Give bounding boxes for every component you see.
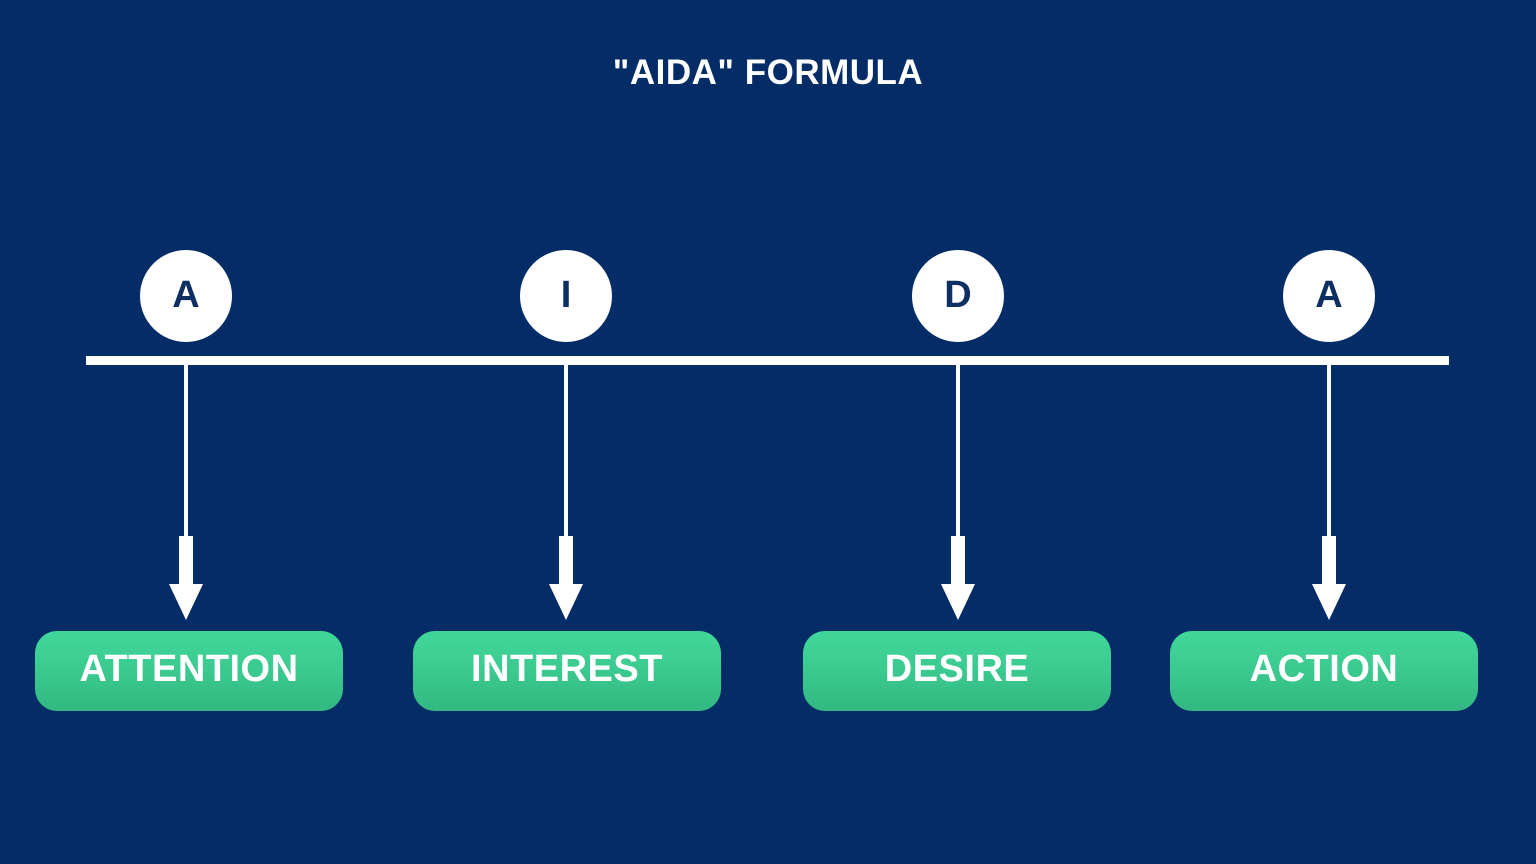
step-letter-desire: D xyxy=(944,274,972,316)
arrow-interest xyxy=(548,364,584,622)
arrow-shaft-action xyxy=(1322,536,1336,586)
stage-pill-action[interactable]: ACTION xyxy=(1170,631,1478,711)
arrow-action xyxy=(1311,364,1347,622)
stage-pill-label-action: ACTION xyxy=(1249,647,1399,690)
timeline-axis xyxy=(86,356,1449,365)
stage-pill-label-interest: INTEREST xyxy=(471,647,663,690)
arrow-stem-interest xyxy=(564,364,568,538)
stage-pill-label-attention: ATTENTION xyxy=(79,647,299,690)
step-circle-action[interactable]: A xyxy=(1283,250,1375,342)
arrow-shaft-attention xyxy=(179,536,193,586)
arrow-stem-action xyxy=(1327,364,1331,538)
step-letter-attention: A xyxy=(172,274,200,316)
arrow-shaft-interest xyxy=(559,536,573,586)
arrow-head-action xyxy=(1312,584,1346,620)
arrow-stem-attention xyxy=(184,364,188,538)
arrow-head-attention xyxy=(169,584,203,620)
arrow-head-interest xyxy=(549,584,583,620)
step-letter-interest: I xyxy=(560,274,572,316)
stage-pill-attention[interactable]: ATTENTION xyxy=(35,631,343,711)
arrow-head-desire xyxy=(941,584,975,620)
step-circle-desire[interactable]: D xyxy=(912,250,1004,342)
arrow-desire xyxy=(940,364,976,622)
step-circle-attention[interactable]: A xyxy=(140,250,232,342)
arrow-attention xyxy=(168,364,204,622)
stage-pill-interest[interactable]: INTEREST xyxy=(413,631,721,711)
step-letter-action: A xyxy=(1315,274,1343,316)
arrow-stem-desire xyxy=(956,364,960,538)
stage-pill-desire[interactable]: DESIRE xyxy=(803,631,1111,711)
page-title: "AIDA" FORMULA xyxy=(612,53,924,92)
step-circle-interest[interactable]: I xyxy=(520,250,612,342)
stage-pill-label-desire: DESIRE xyxy=(884,647,1030,690)
arrow-shaft-desire xyxy=(951,536,965,586)
